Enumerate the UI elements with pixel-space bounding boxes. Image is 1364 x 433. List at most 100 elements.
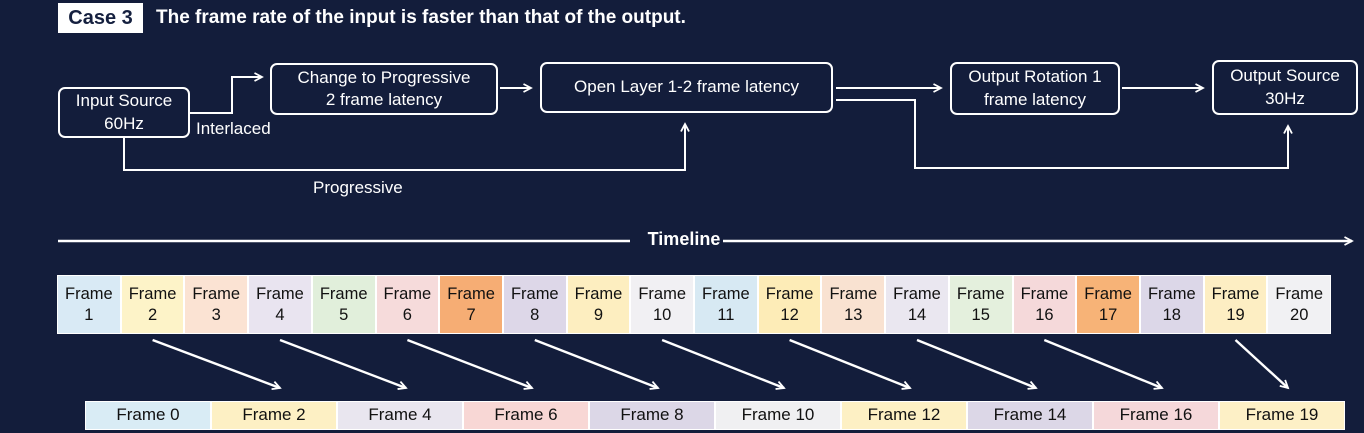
input-frame-number: 13 [844,305,863,324]
input-frame-number: 12 [780,305,799,324]
output-frame-cell-frame-4: Frame 4 [337,401,463,430]
output-frame-cell-frame-6: Frame 6 [463,401,589,430]
mapping-arrow-frame-2 [152,338,282,390]
node-input-source-line2: 60Hz [104,113,144,133]
case-label-badge: Case 3 [58,3,143,33]
node-output-rotation: Output Rotation 1 frame latency [950,62,1120,115]
input-frame-word: Frame [1147,285,1196,304]
output-frame-label: Frame 16 [1119,405,1193,425]
output-frame-label: Frame 8 [620,405,684,425]
input-frame-word: Frame [574,285,623,304]
output-frame-label: Frame 0 [116,405,180,425]
case-label-text: Case 3 [68,6,133,29]
node-open-layer: Open Layer 1-2 frame latency [540,62,833,113]
output-frame-label: Frame 6 [494,405,558,425]
node-output-rotation-line1: Output Rotation 1 [968,67,1102,87]
input-frame-word: Frame [510,285,559,304]
input-frame-number: 2 [147,305,158,324]
input-frame-word: Frame [447,285,495,304]
output-frame-label: Frame 19 [1245,405,1319,425]
node-output-source: Output Source 30Hz [1212,60,1358,115]
input-frame-word: Frame [1020,285,1069,304]
output-frame-cell-frame-19: Frame 19 [1219,401,1345,430]
input-frame-number: 14 [907,305,927,324]
input-frame-word: Frame [1275,285,1324,304]
mapping-arrow-frame-4 [279,338,408,390]
input-frame-number: 16 [1035,305,1054,324]
input-frame-number: 4 [275,305,285,324]
mapping-arrow-frame-19 [1234,339,1290,390]
node-input-source: Input Source 60Hz [58,87,190,138]
output-frame-row: Frame 0 Frame 2 Frame 4 Frame 6 Frame 8 Frame… [85,401,1345,430]
input-frame-word: Frame [956,285,1005,304]
input-frame-word: Frame [65,285,113,304]
input-frame-number: 18 [1162,305,1181,324]
mapping-arrow-frame-14 [916,338,1038,390]
output-frame-cell-frame-10: Frame 10 [715,401,841,430]
node-change-to-progressive: Change to Progressive 2 frame latency [270,63,498,115]
input-frame-number: 7 [466,305,476,324]
input-frame-number: 20 [1290,305,1309,324]
input-frame-number: 15 [971,305,990,324]
edge-input-to-progressive [190,72,264,114]
input-frame-word: Frame [256,285,304,304]
node-change-to-progressive-line1: Change to Progressive [297,67,471,87]
output-frame-label: Frame 14 [993,405,1067,425]
input-frame-number: 1 [84,305,94,324]
output-frame-label: Frame 2 [242,405,306,425]
input-frame-word: Frame [829,285,878,304]
output-frame-cell-frame-8: Frame 8 [589,401,715,430]
output-frame-cell-frame-12: Frame 12 [841,401,967,430]
input-frame-word: Frame [893,285,941,304]
edge-label-progressive: Progressive [313,178,403,197]
input-frame-word: Frame [383,285,432,304]
input-frame-word: Frame [319,285,368,304]
mapping-arrow-frame-16 [1043,338,1164,390]
page-title: The frame rate of the input is faster th… [156,7,686,28]
node-open-layer-line1: Open Layer 1-2 frame latency [574,77,799,97]
input-frame-word: Frame [702,285,750,304]
output-frame-label: Frame 12 [867,405,941,425]
input-frame-number: 6 [402,305,412,324]
input-frame-number: 11 [717,305,735,324]
node-output-source-line1: Output Source [1230,66,1340,86]
node-change-to-progressive-line2: 2 frame latency [325,90,443,109]
input-frame-word: Frame [1211,285,1260,304]
input-frame-number: 17 [1098,305,1118,324]
mapping-arrow-frame-8 [534,338,660,390]
output-frame-cell-frame-14: Frame 14 [967,401,1093,430]
input-frame-word: Frame [1084,285,1132,304]
mapping-arrow-frame-6 [406,338,534,390]
input-frame-word: Frame [128,285,177,304]
input-frame-number: 3 [211,305,221,324]
input-frame-number: 5 [339,305,349,324]
input-frame-number: 8 [530,305,540,324]
timeline-label: Timeline [647,229,721,249]
edge-label-interlaced: Interlaced [196,119,271,138]
input-frame-number: 10 [653,305,672,324]
input-frame-word: Frame [765,285,814,304]
output-frame-cell-frame-2: Frame 2 [211,401,337,430]
input-frame-number: 19 [1226,305,1245,324]
output-frame-cell-frame-0: Frame 0 [85,401,211,430]
